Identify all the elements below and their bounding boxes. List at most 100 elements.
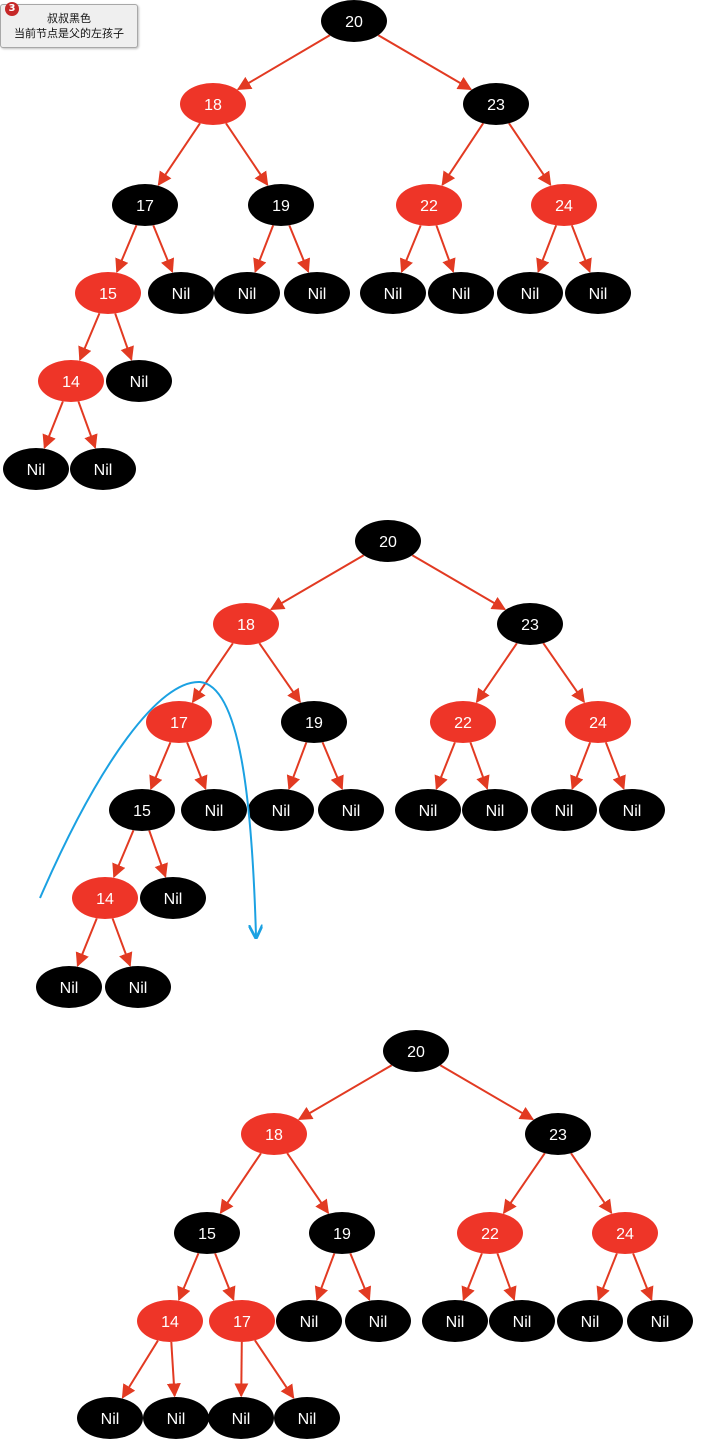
node-shape bbox=[457, 1212, 523, 1254]
node-label: Nil bbox=[513, 1314, 532, 1331]
tree-edge bbox=[121, 1340, 159, 1399]
tree-edge bbox=[78, 312, 101, 362]
node-shape bbox=[148, 272, 214, 314]
callout-line-1: 叔叔黑色 bbox=[47, 12, 91, 25]
node-label: Nil bbox=[623, 803, 642, 820]
node-label: 19 bbox=[333, 1226, 351, 1243]
tree-edge bbox=[112, 829, 135, 879]
node-label: 15 bbox=[133, 803, 151, 820]
node-shape bbox=[497, 603, 563, 645]
tree-edge bbox=[254, 1339, 295, 1400]
node-label: Nil bbox=[130, 374, 149, 391]
node-label: Nil bbox=[298, 1411, 317, 1428]
node-shape bbox=[281, 701, 347, 743]
nil-leaf-node: Nil bbox=[105, 966, 171, 1008]
node-shape bbox=[181, 789, 247, 831]
tree-node-14: 14 bbox=[137, 1300, 203, 1342]
node-label: 22 bbox=[481, 1226, 499, 1243]
nil-leaf-node: Nil bbox=[565, 272, 631, 314]
tree-edge bbox=[439, 1064, 535, 1121]
tree-edge bbox=[225, 122, 269, 187]
node-label: 20 bbox=[379, 534, 397, 551]
tree-node-24: 24 bbox=[531, 184, 597, 226]
tree-node-20: 20 bbox=[383, 1030, 449, 1072]
nil-leaf-node: Nil bbox=[276, 1300, 342, 1342]
tree-node-20: 20 bbox=[355, 520, 421, 562]
node-shape bbox=[428, 272, 494, 314]
node-label: 23 bbox=[521, 617, 539, 634]
nil-leaf-node: Nil bbox=[557, 1300, 623, 1342]
tree-node-22: 22 bbox=[457, 1212, 523, 1254]
tree-edge bbox=[253, 225, 275, 273]
node-shape bbox=[276, 1300, 342, 1342]
tree-node-15: 15 bbox=[75, 272, 141, 314]
tree-node-17: 17 bbox=[209, 1300, 275, 1342]
node-label: Nil bbox=[308, 286, 327, 303]
node-shape bbox=[174, 1212, 240, 1254]
node-label: Nil bbox=[94, 462, 113, 479]
tree-edge bbox=[269, 554, 365, 611]
nil-leaf-node: Nil bbox=[489, 1300, 555, 1342]
tree-edge bbox=[475, 642, 518, 704]
node-label: Nil bbox=[581, 1314, 600, 1331]
tree-node-24: 24 bbox=[565, 701, 631, 743]
step-number-badge: 3 bbox=[5, 2, 19, 16]
node-shape bbox=[106, 360, 172, 402]
node-label: Nil bbox=[60, 980, 79, 997]
tree-edge bbox=[234, 1341, 249, 1398]
node-shape bbox=[565, 272, 631, 314]
tree-edge bbox=[286, 1152, 330, 1215]
node-label: Nil bbox=[589, 286, 608, 303]
tree-edge bbox=[508, 122, 552, 187]
tree-edge bbox=[441, 122, 484, 186]
nil-leaf-node: Nil bbox=[599, 789, 665, 831]
nil-leaf-node: Nil bbox=[497, 272, 563, 314]
node-label: 17 bbox=[136, 198, 154, 215]
tree-edge bbox=[214, 1252, 236, 1302]
nil-leaf-node: Nil bbox=[462, 789, 528, 831]
tree-node-23: 23 bbox=[497, 603, 563, 645]
node-shape bbox=[180, 83, 246, 125]
tree-node-22: 22 bbox=[430, 701, 496, 743]
node-label: 24 bbox=[616, 1226, 634, 1243]
nil-leaf-node: Nil bbox=[3, 448, 69, 490]
node-shape bbox=[137, 1300, 203, 1342]
node-shape bbox=[627, 1300, 693, 1342]
node-label: Nil bbox=[167, 1411, 186, 1428]
tree-node-14: 14 bbox=[38, 360, 104, 402]
nil-leaf-node: Nil bbox=[428, 272, 494, 314]
node-label: Nil bbox=[238, 286, 257, 303]
tree-edge bbox=[496, 1253, 517, 1301]
callout-line-2: 当前节点是父的左孩子 bbox=[14, 27, 124, 40]
node-label: Nil bbox=[342, 803, 361, 820]
rotation-arrow bbox=[39, 680, 256, 936]
node-label: Nil bbox=[369, 1314, 388, 1331]
nil-leaf-node: Nil bbox=[345, 1300, 411, 1342]
tree-edge bbox=[502, 1152, 546, 1215]
node-shape bbox=[531, 184, 597, 226]
tree-edge bbox=[186, 741, 208, 791]
node-label: 14 bbox=[96, 891, 114, 908]
node-label: 15 bbox=[99, 286, 117, 303]
tree-edge bbox=[570, 1152, 613, 1215]
nil-leaf-node: Nil bbox=[77, 1397, 143, 1439]
nil-leaf-node: Nil bbox=[214, 272, 280, 314]
node-shape bbox=[105, 966, 171, 1008]
tree-edge bbox=[288, 224, 311, 274]
node-label: Nil bbox=[205, 803, 224, 820]
node-shape bbox=[75, 272, 141, 314]
tree-edge bbox=[377, 34, 473, 91]
tree-edge bbox=[114, 313, 134, 361]
node-shape bbox=[422, 1300, 488, 1342]
tree-edge bbox=[148, 830, 168, 878]
node-shape bbox=[497, 272, 563, 314]
tree-edge bbox=[435, 225, 456, 273]
node-shape bbox=[208, 1397, 274, 1439]
tree-edge bbox=[596, 1252, 618, 1302]
node-label: Nil bbox=[300, 1314, 319, 1331]
node-shape bbox=[592, 1212, 658, 1254]
node-label: Nil bbox=[486, 803, 505, 820]
